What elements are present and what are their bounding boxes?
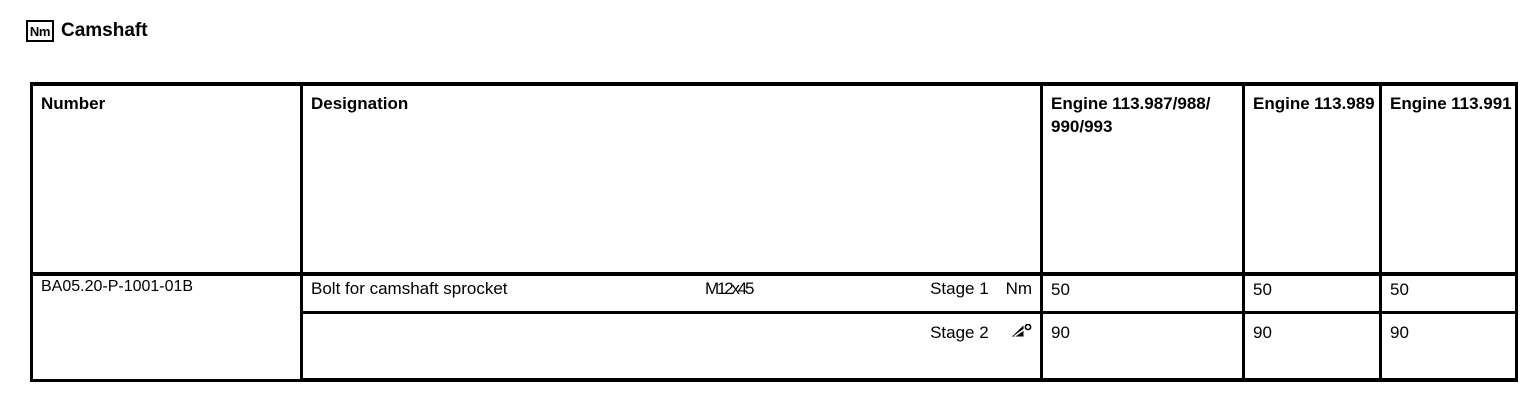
table-header-row: Number Designation Engine 113.987/988/ 9… — [30, 82, 1518, 276]
cell-engine-2-stage-1: 50 — [1242, 274, 1382, 314]
angle-degree-icon — [1011, 323, 1032, 340]
bolt-size-text: M12x45 — [704, 279, 754, 298]
table-row: BA05.20-P-1001-01B Bolt for camshaft spr… — [30, 274, 1518, 382]
stage-divider-rule — [840, 310, 1043, 314]
column-header-designation: Designation — [300, 82, 1043, 276]
cell-engine-3-stage-2: 90 — [1379, 312, 1518, 382]
cell-designation-stage-2: Stage 2 — [300, 310, 1043, 382]
part-number-text: BA05.20-P-1001-01B — [41, 278, 194, 295]
stage-label-2: Stage 2 — [930, 322, 989, 342]
unit-label-2 — [989, 323, 1040, 343]
value-text: 90 — [1051, 322, 1070, 342]
column-header-designation-label: Designation — [311, 94, 409, 113]
column-header-engine-3-sub1: 113.991 — [1451, 94, 1512, 113]
value-text: 50 — [1051, 280, 1070, 299]
cell-designation-stage-1: Bolt for camshaft sprocket M12x45 Stage … — [300, 274, 1043, 314]
page-title-row: Nm Camshaft — [26, 20, 148, 42]
column-header-engine-1-sub1: 113.987/988/ — [1112, 94, 1211, 113]
cell-engine-1-stage-1: 50 — [1040, 274, 1245, 314]
value-text: 90 — [1390, 322, 1409, 342]
column-header-number-label: Number — [41, 94, 106, 113]
table-row: Stage 2 90 90 90 — [32, 310, 1518, 382]
column-header-engine-2-label: Engine — [1253, 94, 1310, 113]
cell-engine-3-stage-1: 50 — [1379, 274, 1518, 314]
cell-engine-1-stage-2: 90 — [1040, 312, 1245, 382]
cell-part-number: BA05.20-P-1001-01B — [30, 274, 303, 382]
unit-label-1: Nm — [1005, 279, 1033, 298]
column-header-engine-1: Engine 113.987/988/ 990/993 — [1040, 82, 1245, 276]
column-header-engine-1-label: Engine — [1051, 94, 1108, 113]
designation-text: Bolt for camshaft sprocket — [311, 279, 508, 298]
newton-meter-badge-icon: Nm — [26, 20, 54, 42]
torque-specification-table: Number Designation Engine 113.987/988/ 9… — [30, 82, 1518, 382]
column-header-engine-2: Engine 113.989 — [1242, 82, 1382, 276]
value-text: 90 — [1253, 322, 1272, 342]
stage-label-1: Stage 1 — [930, 279, 989, 298]
column-header-engine-1-sub2: 990/993 — [1051, 117, 1113, 136]
value-text: 50 — [1390, 280, 1409, 299]
column-header-engine-2-sub1: 113.989 — [1314, 94, 1375, 113]
page-title: Camshaft — [61, 20, 148, 41]
cell-engine-2-stage-2: 90 — [1242, 312, 1382, 382]
value-text: 50 — [1253, 280, 1272, 299]
column-header-number: Number — [30, 82, 303, 276]
column-header-engine-3: Engine 113.991 — [1379, 82, 1518, 276]
column-header-engine-3-label: Engine — [1390, 94, 1447, 113]
